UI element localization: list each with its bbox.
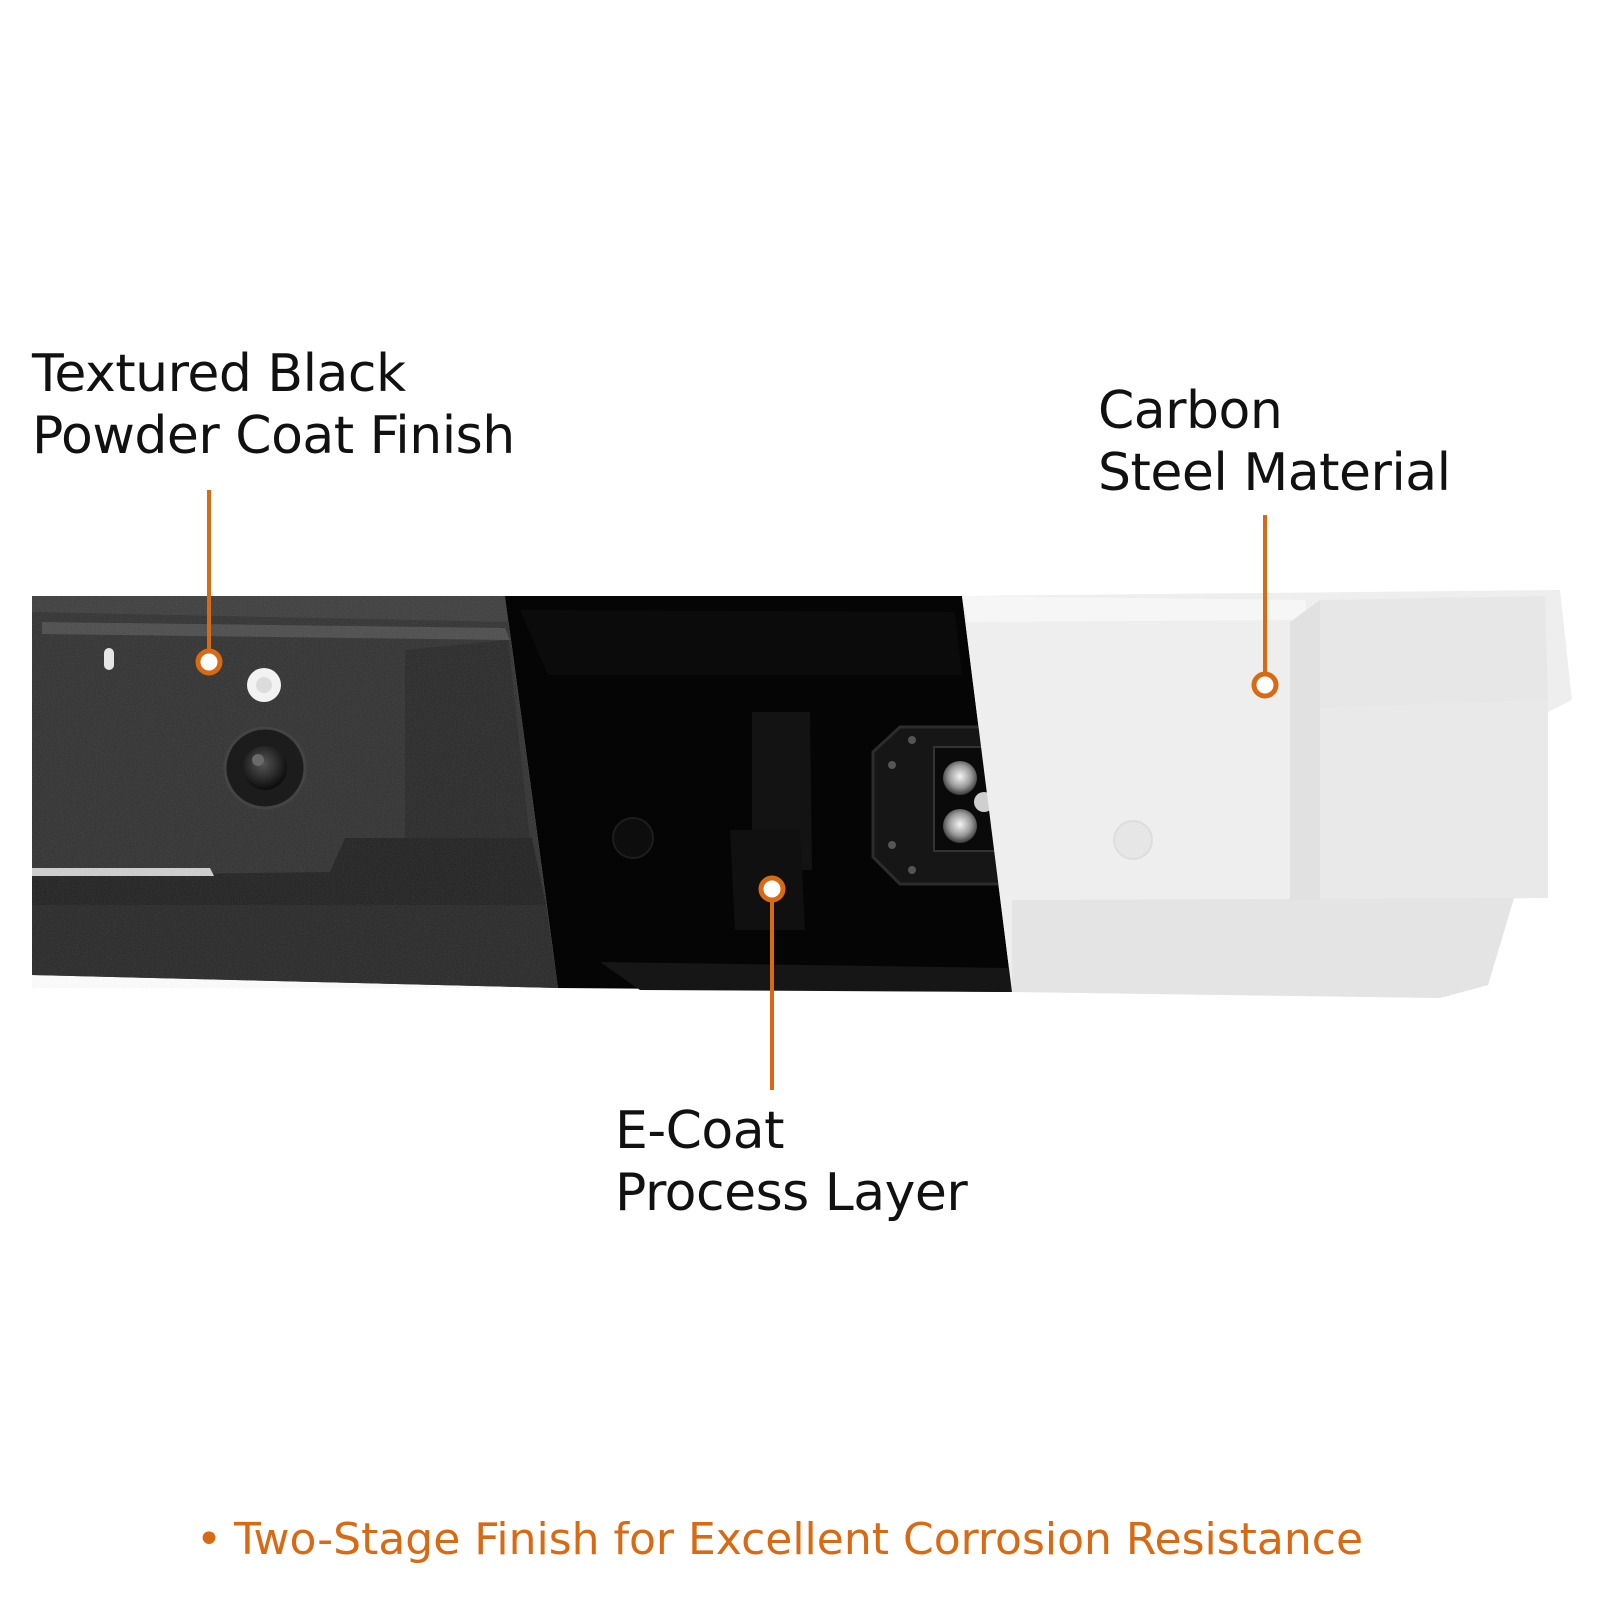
slot-hole [104,648,114,670]
powder-coat-section [32,596,558,988]
e-coat-label-line1: E-Coat [615,1101,785,1161]
e-coat-label-line2: Process Layer [615,1163,968,1223]
round-bolt-icon [223,726,307,810]
feature-tagline: •Two-Stage Finish for Excellent Corrosio… [196,1512,1363,1568]
callout-ring-icon [195,648,223,676]
carbon-steel-label-line2: Steel Material [1098,443,1451,503]
powder-coat-label-line1: Textured Black [32,344,406,404]
callout-ring-icon [1251,671,1279,699]
callout-carbon-steel [1251,515,1279,699]
carbon-steel-label: Carbon Steel Material [1098,380,1451,504]
callout-ring-icon [758,875,786,903]
feature-tagline-text: Two-Stage Finish for Excellent Corrosion… [233,1514,1364,1565]
callout-e-coat [758,875,786,1090]
bullet-icon: • [196,1514,222,1565]
carbon-steel-label-line1: Carbon [1098,381,1283,441]
e-coat-section [505,596,1092,992]
e-coat-label: E-Coat Process Layer [615,1100,968,1224]
callout-powder-coat [195,490,223,676]
powder-coat-label-line2: Powder Coat Finish [32,406,515,466]
carbon-steel-section [962,590,1572,998]
powder-coat-label: Textured Black Powder Coat Finish [32,343,515,467]
